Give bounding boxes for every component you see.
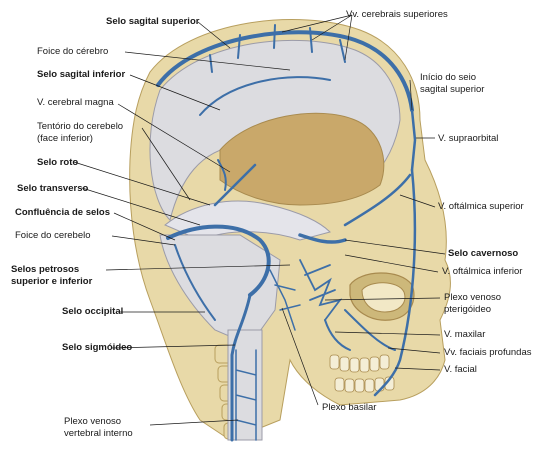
label-deep-facial-veins: Vv. faciais profundas (444, 347, 532, 358)
label-vertebral-plexus-line2: vertebral interno (64, 428, 133, 439)
veins (156, 24, 417, 442)
superior-sagittal-sinus (156, 30, 414, 112)
label-inferior-ophthalmic-vein: V. oftálmica inferior (442, 266, 523, 277)
label-basilar-plexus: Plexo basilar (322, 402, 377, 413)
label-superior-cerebral-veins: Vv. cerebrais superiores (346, 9, 448, 20)
pterygoid-plexus (299, 259, 343, 321)
label-sigmoid-sinus: Selo sigmóideo (62, 342, 133, 353)
cranial-fossa (219, 112, 385, 206)
superior-cerebral-veins (209, 24, 346, 73)
label-superior-sagittal-sinus: Selo sagital superior (106, 16, 200, 27)
posterior-fossa (159, 234, 281, 346)
label-great-cerebral-vein: V. cerebral magna (37, 97, 114, 108)
straight-sinus (213, 163, 257, 207)
supraorbital-vein (410, 108, 417, 172)
label-superior-ophthalmic-vein: V. oftálmica superior (438, 201, 524, 212)
basilar-plexus (269, 269, 301, 331)
great-cerebral-vein (217, 159, 227, 191)
label-confluence-of-sinuses: Confluência de selos (15, 207, 111, 218)
label-supraorbital-vein: V. supraorbital (438, 133, 499, 144)
label-pterygoid-plexus-line2: pterigóideo (444, 304, 492, 315)
label-maxillary-vein: V. maxilar (444, 329, 486, 340)
occipital-sinus (174, 244, 216, 321)
vertebral-plexus (235, 349, 257, 441)
teeth (329, 354, 395, 393)
label-petrosal-sinuses-line2: superior e inferior (11, 276, 93, 287)
inferior-sagittal-sinus (199, 76, 331, 116)
label-tentorium-line1: Tentório do cerebelo (37, 121, 124, 132)
sigmoid-sinus (230, 293, 252, 442)
label-inferior-sagittal-sinus: Selo sagital inferior (37, 69, 126, 80)
leader-lines (73, 14, 446, 426)
label-inicio-line1: Início do seio (420, 72, 476, 83)
cavernous-sinus (298, 233, 347, 244)
transverse-sinus (166, 224, 271, 297)
label-falx-cerebri: Foice do cérebro (37, 46, 109, 57)
label-inicio-line2: sagital superior (420, 84, 485, 95)
label-petrosal-sinuses-line1: Selos petrosos (11, 264, 80, 275)
label-facial-vein: V. facial (444, 364, 477, 375)
label-falx-cerebelli: Foice do cerebelo (15, 230, 91, 241)
label-cavernous-sinus: Selo cavernoso (448, 248, 519, 259)
label-straight-sinus: Selo roto (37, 157, 79, 168)
orbit-inner (361, 282, 406, 313)
label-transverse-sinus: Selo transverso (17, 183, 89, 194)
tentorium-cerebelli (164, 200, 331, 241)
maxillary-vein (324, 319, 351, 351)
superior-ophthalmic-vein (343, 173, 412, 227)
label-pterygoid-plexus-line1: Plexo venoso (444, 292, 502, 303)
label-tentorium-line2: (face inferior) (37, 133, 93, 144)
label-vertebral-plexus-line1: Plexo venoso (64, 416, 122, 427)
label-occipital-sinus: Selo occipital (62, 306, 124, 317)
